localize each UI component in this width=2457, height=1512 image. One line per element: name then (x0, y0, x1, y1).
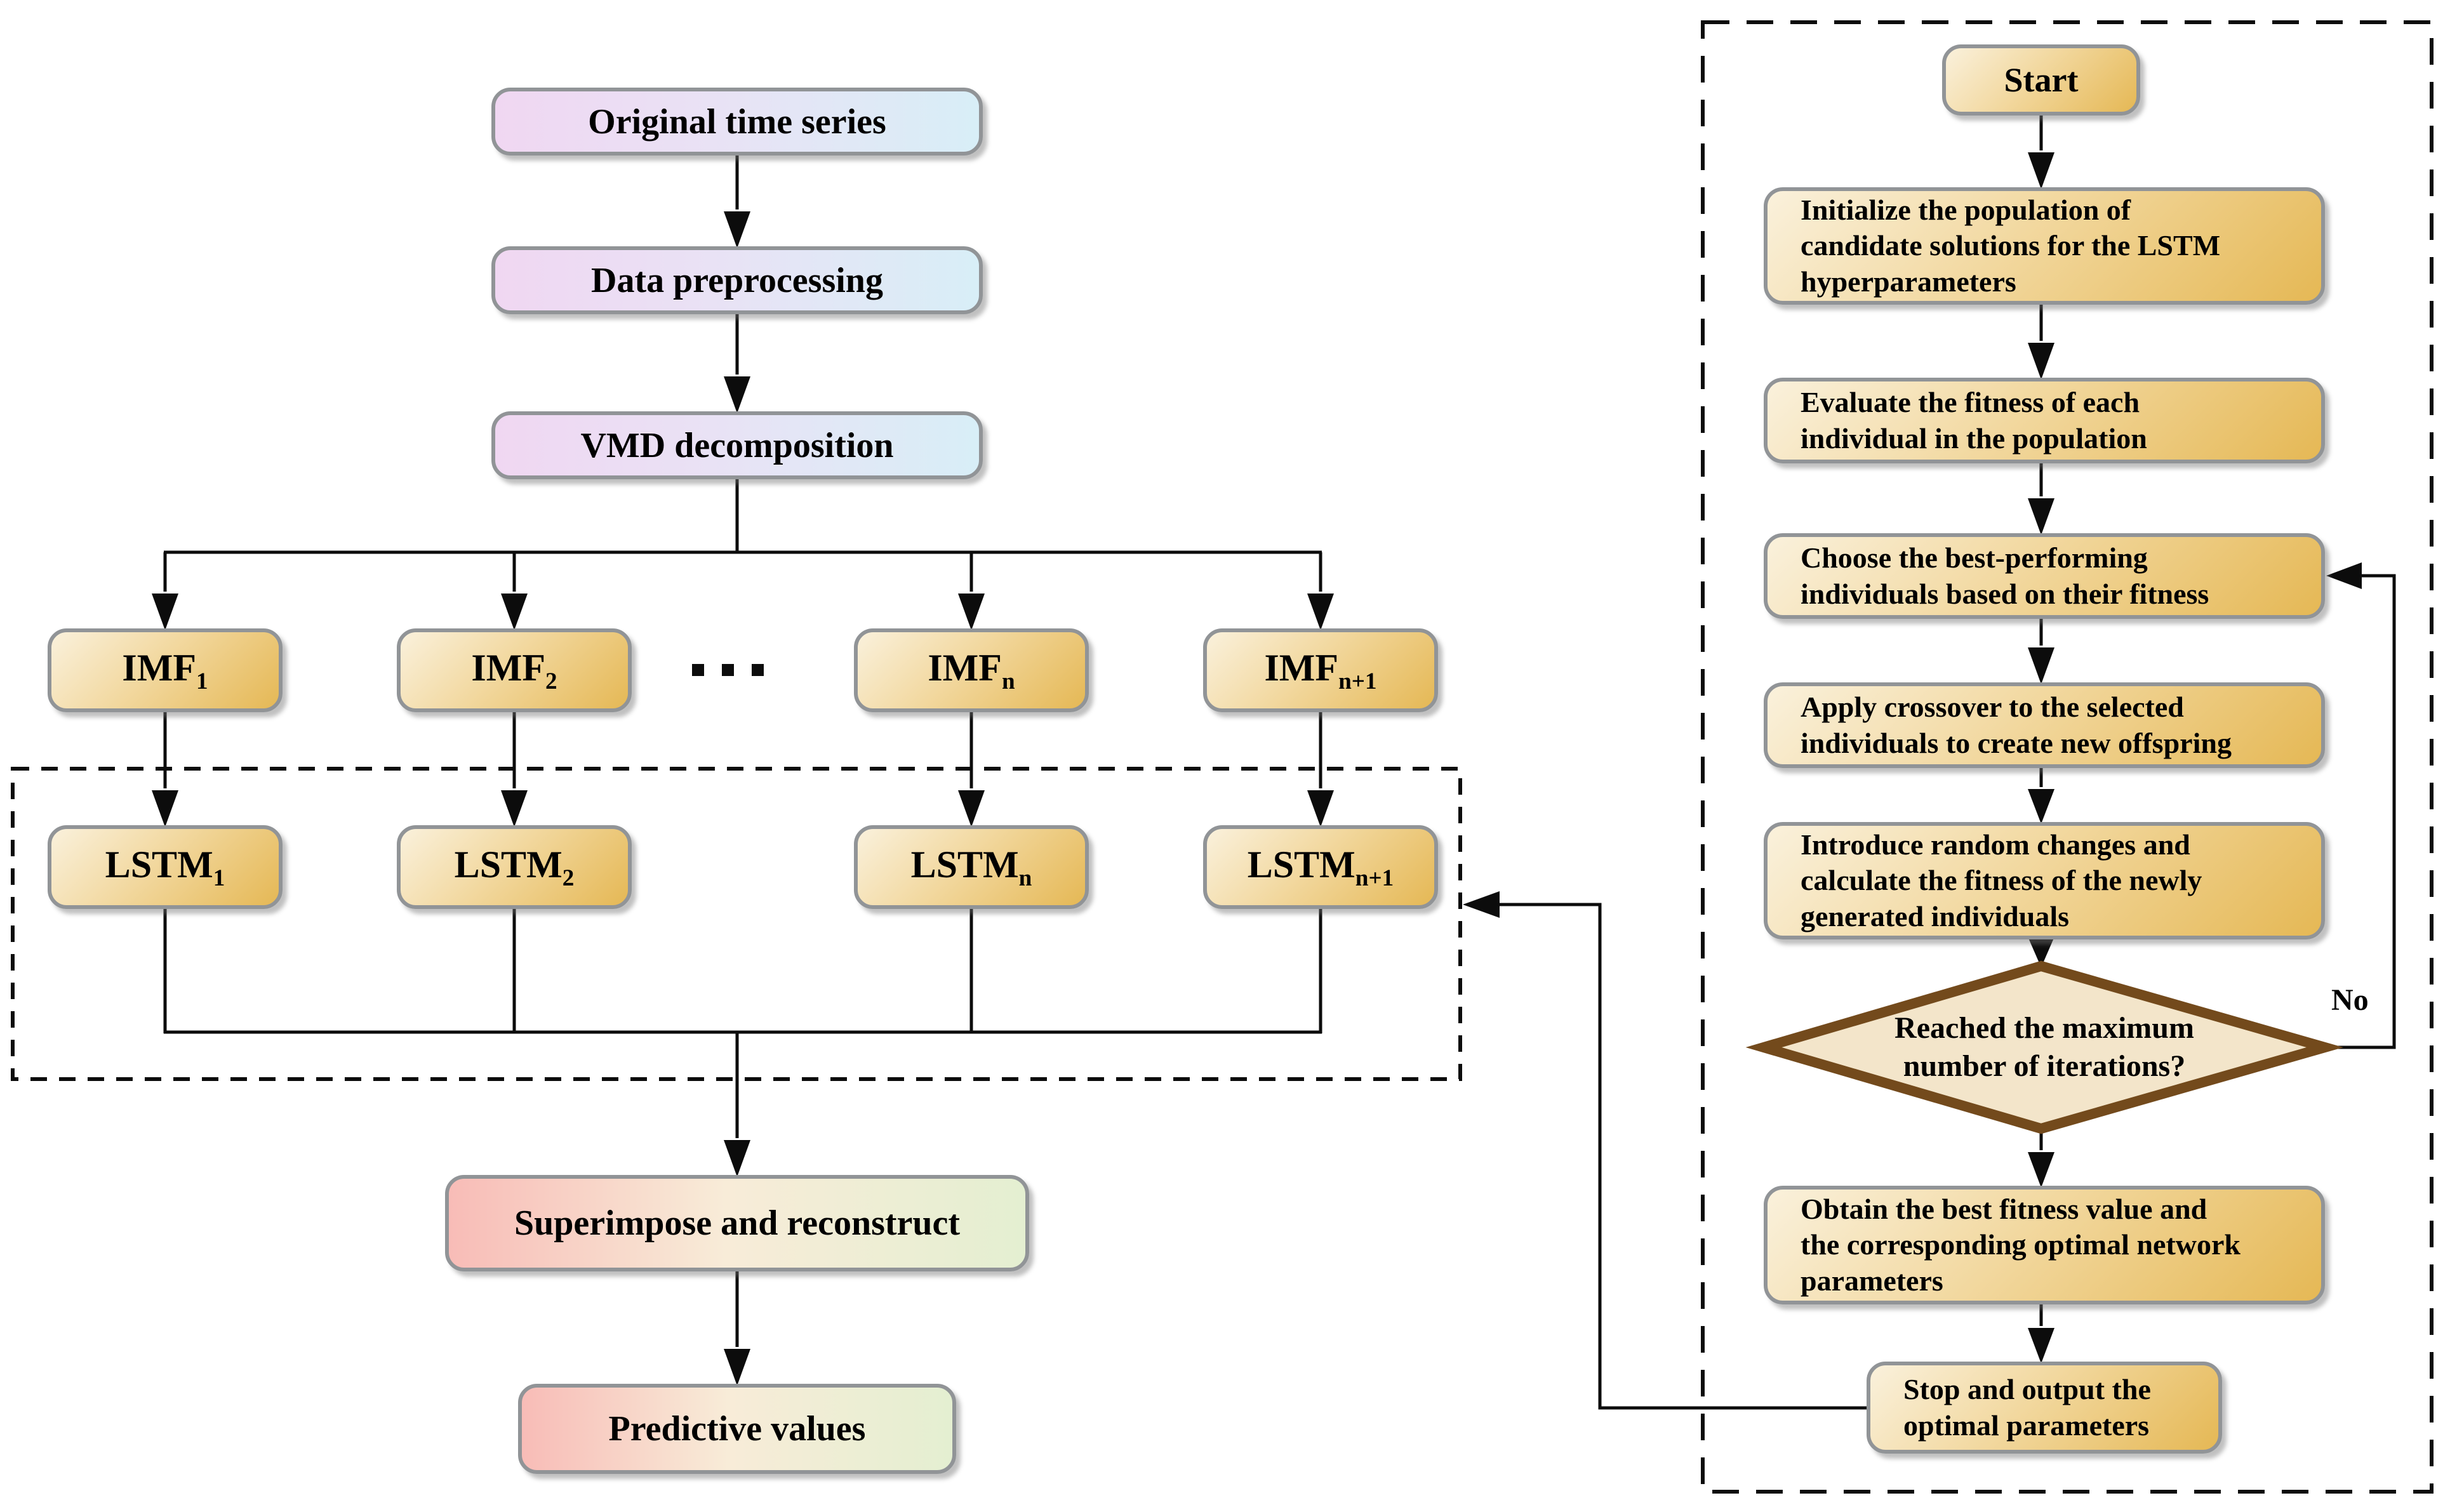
ga-step-crossover-box: Apply crossover to the selected individu… (1764, 682, 2325, 768)
arrowheads (152, 152, 2362, 1386)
superimpose-reconstruct-box: Superimpose and reconstruct (445, 1175, 1029, 1271)
ga-stop-output-label: Stop and output the optimal parameters (1903, 1373, 2151, 1442)
ga-step-initialize-label: Initialize the population of candidate s… (1801, 194, 2221, 298)
ga-obtain-best-box: Obtain the best fitness value and the co… (1764, 1186, 2325, 1304)
lstm-1-label: LSTM1 (105, 843, 225, 891)
original-time-series-box: Original time series (491, 88, 983, 156)
predictive-values-label: Predictive values (608, 1409, 866, 1449)
imf-n-label: IMFn (928, 646, 1015, 694)
lstm-1-box: LSTM1 (48, 825, 283, 909)
lstm-n1-label: LSTMn+1 (1247, 843, 1394, 891)
imf-n-box: IMFn (854, 628, 1089, 712)
lstm-2-box: LSTM2 (397, 825, 632, 909)
start-label: Start (2004, 61, 2079, 99)
flow-lines (163, 116, 2396, 1410)
ga-obtain-best-label: Obtain the best fitness value and the co… (1801, 1193, 2241, 1297)
ga-step-choose-box: Choose the best-performing individuals b… (1764, 533, 2325, 619)
imf-1-label: IMF1 (122, 646, 208, 694)
ga-stop-output-box: Stop and output the optimal parameters (1867, 1362, 2222, 1454)
lstm-2-label: LSTM2 (454, 843, 575, 891)
vmd-decomposition-label: VMD decomposition (580, 425, 894, 465)
superimpose-reconstruct-label: Superimpose and reconstruct (514, 1204, 961, 1243)
ga-step-choose-label: Choose the best-performing individuals b… (1801, 541, 2209, 610)
lstm-n1-box: LSTMn+1 (1203, 825, 1438, 909)
ga-step-crossover-label: Apply crossover to the selected individu… (1801, 691, 2232, 759)
decision-no-label: No (2331, 983, 2369, 1017)
vmd-decomposition-box: VMD decomposition (491, 411, 983, 479)
imf-n1-box: IMFn+1 (1203, 628, 1438, 712)
lstm-group-dashed-container (11, 767, 1462, 1081)
data-preprocessing-box: Data preprocessing (491, 246, 983, 314)
predictive-values-box: Predictive values (518, 1384, 956, 1474)
ga-step-evaluate-box: Evaluate the fitness of each individual … (1764, 378, 2325, 463)
decision-diamond (1745, 960, 2344, 1134)
original-time-series-label: Original time series (588, 102, 886, 142)
imf-n1-label: IMFn+1 (1264, 646, 1377, 694)
ga-step-mutation-label: Introduce random changes and calculate t… (1801, 828, 2202, 932)
start-box: Start (1942, 44, 2140, 116)
ga-step-mutation-box: Introduce random changes and calculate t… (1764, 822, 2325, 939)
decision-diamond-label: Reached the maximum number of iterations… (1894, 1011, 2194, 1083)
lstm-n-label: LSTMn (910, 843, 1032, 891)
lstm-n-box: LSTMn (854, 825, 1089, 909)
imf-1-box: IMF1 (48, 628, 283, 712)
data-preprocessing-label: Data preprocessing (591, 260, 883, 300)
imf-2-box: IMF2 (397, 628, 632, 712)
ellipsis-icon (692, 664, 764, 676)
ga-step-evaluate-label: Evaluate the fitness of each individual … (1801, 386, 2147, 454)
imf-2-label: IMF2 (471, 646, 557, 694)
ga-dashed-container (1701, 20, 2434, 1494)
ga-step-initialize-box: Initialize the population of candidate s… (1764, 187, 2325, 305)
